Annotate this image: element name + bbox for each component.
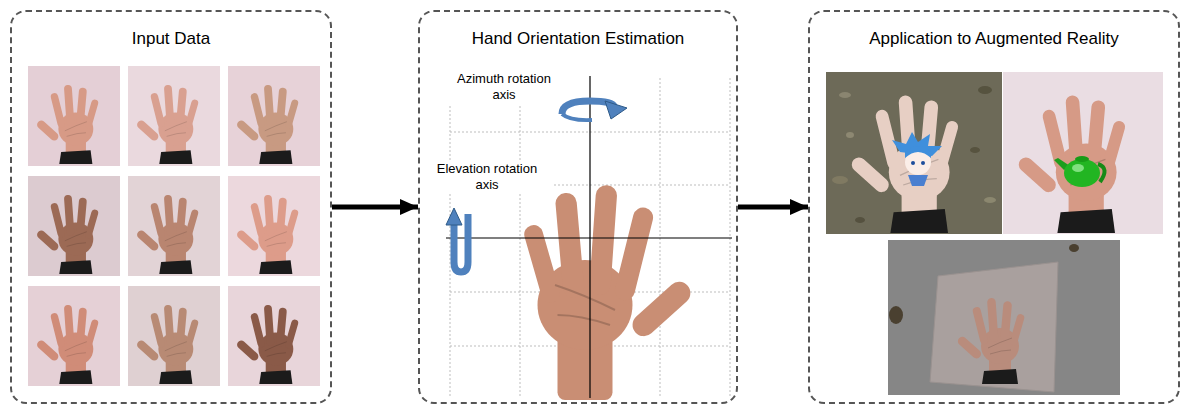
photo bbox=[128, 286, 220, 386]
soil-speck bbox=[832, 176, 848, 184]
hand-model bbox=[522, 184, 695, 400]
panel-title: Input Data bbox=[12, 12, 330, 49]
photo bbox=[28, 176, 120, 276]
ar-photo-plane bbox=[888, 240, 1120, 395]
photo bbox=[1003, 72, 1163, 234]
axis-label: Elevation rotation axis bbox=[422, 160, 552, 194]
hand-photo bbox=[135, 85, 199, 164]
cartoon-character bbox=[892, 132, 942, 186]
elevation-arrow bbox=[446, 208, 468, 272]
ar-photo-teapot bbox=[1003, 72, 1163, 234]
horizontal-axis bbox=[446, 237, 732, 238]
arrow-back bbox=[562, 114, 592, 120]
hand-photo bbox=[135, 195, 199, 274]
soil-speck bbox=[855, 217, 865, 223]
thumbnails bbox=[28, 66, 320, 386]
photo bbox=[228, 66, 320, 166]
hand-photo bbox=[956, 298, 1025, 384]
teapot-lid bbox=[1075, 156, 1089, 162]
photo bbox=[128, 66, 220, 166]
azimuth-arrow bbox=[562, 101, 627, 120]
arrow-head bbox=[605, 101, 627, 119]
axis-label: Azimuth rotation axis bbox=[448, 70, 560, 104]
hand-photo bbox=[235, 85, 299, 164]
panel: Input Data bbox=[10, 10, 332, 404]
axes bbox=[446, 76, 732, 398]
photo bbox=[28, 66, 120, 166]
soil-speck bbox=[846, 132, 854, 138]
flow-arrow bbox=[332, 205, 418, 210]
virtual-plane bbox=[930, 262, 1058, 392]
coin bbox=[889, 306, 903, 324]
fringe bbox=[905, 146, 931, 158]
panel-title: Application to Augmented Reality bbox=[810, 12, 1178, 49]
teapot-shine bbox=[1072, 164, 1084, 172]
panel-title: Hand Orientation Estimation bbox=[420, 12, 736, 49]
dress bbox=[908, 175, 928, 186]
hand-photo bbox=[849, 95, 960, 233]
vertical-axis bbox=[589, 76, 590, 398]
arrow-head bbox=[446, 208, 462, 225]
soil-speck bbox=[970, 147, 980, 153]
photo bbox=[228, 286, 320, 386]
teapot-body bbox=[1064, 159, 1100, 187]
photo bbox=[228, 176, 320, 276]
soil-speck bbox=[978, 86, 992, 94]
hand-photo bbox=[235, 195, 299, 274]
hand-photo bbox=[35, 305, 99, 384]
photo bbox=[888, 240, 1120, 395]
hand-photo bbox=[35, 85, 99, 164]
hand-photo bbox=[35, 195, 99, 274]
soil-speck bbox=[984, 197, 996, 203]
flow-arrow bbox=[738, 205, 808, 210]
photo bbox=[28, 286, 120, 386]
photo bbox=[128, 176, 220, 276]
eye bbox=[911, 161, 915, 165]
soil-speck bbox=[839, 92, 851, 98]
photo bbox=[826, 72, 1002, 234]
hand-photo bbox=[1016, 95, 1127, 233]
hand-photo bbox=[135, 305, 199, 384]
coin bbox=[1069, 244, 1079, 252]
ar-photo-ground bbox=[826, 72, 1002, 234]
hand-photo bbox=[235, 305, 299, 384]
eye bbox=[921, 161, 925, 165]
panel: Application to Augmented Reality bbox=[808, 10, 1180, 404]
